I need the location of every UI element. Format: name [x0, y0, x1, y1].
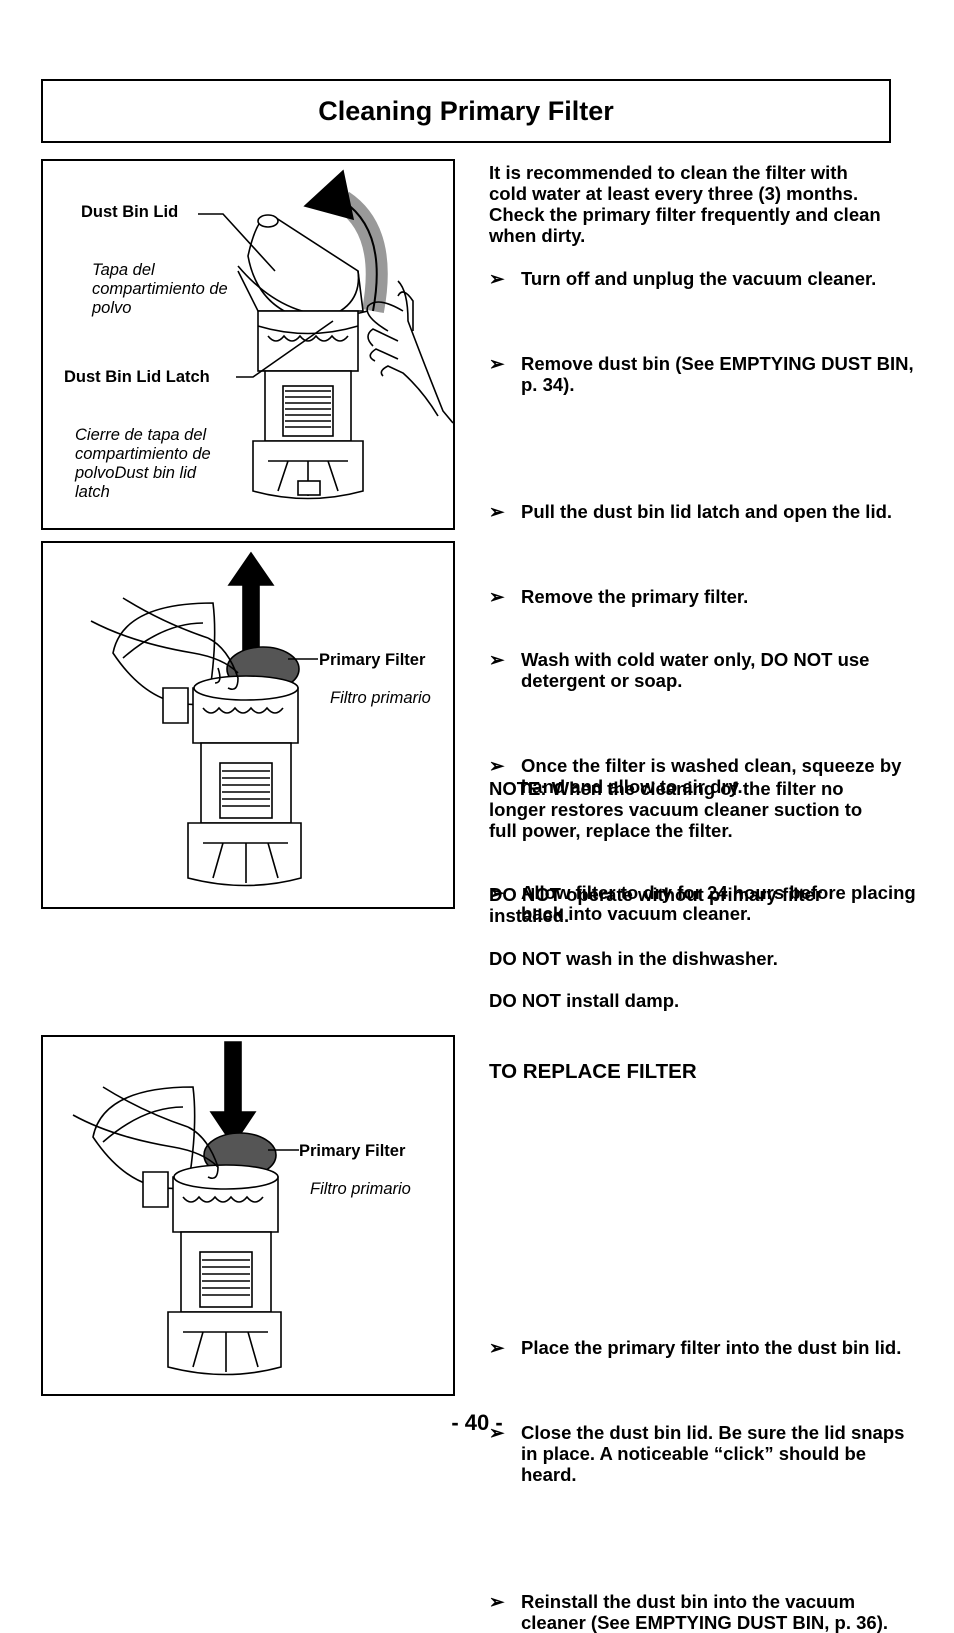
- bullet-arrow-icon: ➢: [489, 1591, 505, 1612]
- bullet-arrow-icon: ➢: [489, 586, 505, 607]
- step-text: Remove dust bin (See EMPTYING DUST BIN, …: [521, 353, 914, 395]
- bullet-arrow-icon: ➢: [489, 1422, 505, 1443]
- bullet-arrow-icon: ➢: [489, 1337, 505, 1358]
- primary-filter-label: Primary Filter: [299, 1142, 406, 1160]
- replace-heading: TO REPLACE FILTER: [489, 1060, 697, 1083]
- dust-bin-lid-illustration: [198, 169, 453, 500]
- replace-step-1: ➢ Place the primary filter into the dust…: [489, 1337, 921, 1358]
- replace-filter-illustration: [72, 1041, 299, 1376]
- dust-bin-lid-latch-label: Dust Bin Lid Latch: [64, 368, 210, 386]
- warning-text: DO NOT operate without primary filter in…: [489, 884, 823, 926]
- note-text: NOTE: When the cleaning of the filter no…: [489, 778, 863, 841]
- warning-text: DO NOT install damp.: [489, 990, 680, 1011]
- step-text: Pull the dust bin lid latch and open the…: [521, 501, 893, 522]
- step-text: Allow filter to dry for 24 hours before …: [521, 882, 916, 924]
- dust-bin-lid-latch-label-es: Cierre de tapa del compartimiento de pol…: [75, 426, 211, 501]
- dust-bin-lid-label: Dust Bin Lid: [81, 203, 179, 221]
- step-text: Turn off and unplug the vacuum cleaner.: [521, 268, 877, 289]
- primary-filter-label: Primary Filter: [319, 651, 426, 669]
- primary-filter-label-es: Filtro primario: [310, 1180, 411, 1198]
- step-5: ➢ Wash with cold water only, DO NOT use …: [489, 649, 921, 691]
- warning-3: DO NOT install damp.: [489, 990, 889, 1011]
- step-6: ➢ Once the filter is washed clean, squee…: [489, 755, 921, 797]
- dust-bin-lid-label-es: Tapa del compartimiento de polvo: [92, 261, 228, 317]
- bullet-arrow-icon: ➢: [489, 501, 505, 522]
- step-7: ➢ Allow filter to dry for 24 hours befor…: [489, 882, 921, 924]
- page-number: - 40 -: [451, 1410, 503, 1435]
- bullet-arrow-icon: ➢: [489, 755, 505, 776]
- intro-text: It is recommended to clean the filter wi…: [489, 162, 881, 246]
- bullet-arrow-icon: ➢: [489, 353, 505, 374]
- step-text: Remove the primary filter.: [521, 586, 749, 607]
- title-box: Cleaning Primary Filter: [41, 79, 891, 143]
- step-4: ➢ Remove the primary filter.: [489, 586, 921, 607]
- figure-replace-filter: Primary Filter Filtro primario: [41, 1035, 455, 1396]
- warning-1: DO NOT operate without primary filter in…: [489, 884, 889, 926]
- replace-step-3: ➢ Reinstall the dust bin into the vacuum…: [489, 1591, 921, 1633]
- figure-open-lid: Dust Bin Lid Tapa del compartimiento de …: [41, 159, 455, 530]
- bullet-arrow-icon: ➢: [489, 649, 505, 670]
- note-paragraph: NOTE: When the cleaning of the filter no…: [489, 778, 889, 841]
- warning-text: DO NOT wash in the dishwasher.: [489, 948, 778, 969]
- step-text: Wash with cold water only, DO NOT use de…: [521, 649, 870, 691]
- bullet-arrow-icon: ➢: [489, 268, 505, 289]
- step-text: Place the primary filter into the dust b…: [521, 1337, 902, 1358]
- step-2: ➢ Remove dust bin (See EMPTYING DUST BIN…: [489, 353, 921, 395]
- bullet-arrow-icon: ➢: [489, 882, 505, 903]
- warning-2: DO NOT wash in the dishwasher.: [489, 948, 889, 969]
- page-title: Cleaning Primary Filter: [318, 96, 614, 126]
- step-1: ➢ Turn off and unplug the vacuum cleaner…: [489, 268, 921, 289]
- step-3: ➢ Pull the dust bin lid latch and open t…: [489, 501, 921, 522]
- remove-filter-illustration: [90, 551, 318, 887]
- intro-paragraph: It is recommended to clean the filter wi…: [489, 162, 889, 246]
- primary-filter-label-es: Filtro primario: [330, 689, 431, 707]
- step-text: Once the filter is washed clean, squeeze…: [521, 755, 902, 797]
- step-text: Reinstall the dust bin into the vacuum c…: [521, 1591, 889, 1633]
- figure-remove-filter: Primary Filter Filtro primario: [41, 541, 455, 909]
